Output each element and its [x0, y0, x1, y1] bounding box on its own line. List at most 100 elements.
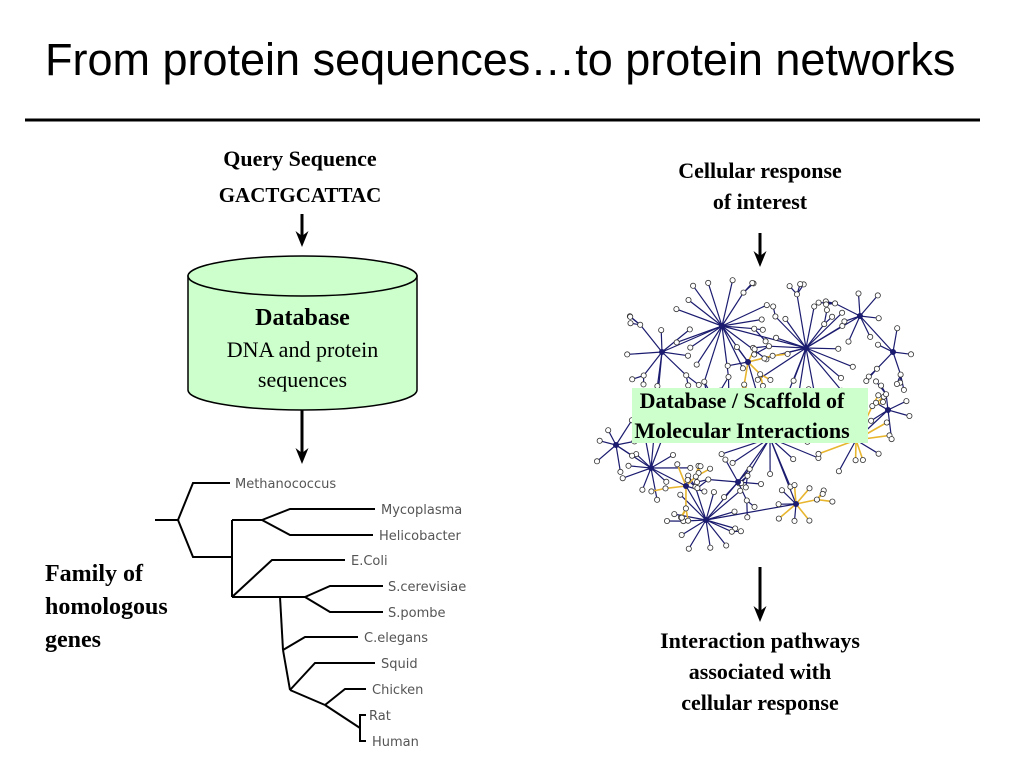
- network-node: [751, 351, 758, 358]
- database-cylinder: [187, 255, 418, 411]
- network-node: [694, 479, 701, 486]
- network-node: [739, 365, 746, 372]
- network-node: [867, 333, 874, 340]
- network-node: [888, 436, 895, 443]
- network-node: [869, 403, 876, 410]
- network-node: [883, 391, 890, 398]
- network-node: [894, 325, 901, 332]
- network-node: [763, 302, 770, 309]
- tree-branch: [289, 689, 326, 706]
- network-edge: [838, 439, 857, 472]
- network-edge: [805, 347, 839, 350]
- network-node: [878, 382, 885, 389]
- tree-label-helicobacter: Helicobacter: [379, 529, 462, 544]
- cellular-response-line-1: Cellular response: [678, 158, 842, 183]
- network-edge: [892, 351, 912, 355]
- network-node: [873, 399, 880, 406]
- network-node: [906, 412, 913, 419]
- network-node: [811, 303, 818, 310]
- family-label-line-2: homologous: [45, 594, 168, 620]
- network-hub: [857, 313, 863, 319]
- network-node: [875, 341, 882, 348]
- network-edge: [805, 325, 843, 349]
- network-node: [705, 476, 712, 483]
- network-node: [629, 452, 636, 459]
- network-node: [596, 437, 603, 444]
- network-edge: [650, 467, 667, 483]
- network-node: [757, 371, 764, 378]
- network-node: [671, 511, 678, 518]
- network-node: [627, 320, 634, 327]
- arrow-network-to-pathways: [753, 567, 767, 622]
- database-description-line-1: DNA and protein: [226, 337, 379, 362]
- network-edge: [694, 486, 707, 521]
- network-edge: [643, 351, 663, 376]
- network-node: [829, 498, 836, 505]
- network-node: [658, 327, 665, 334]
- network-node: [686, 326, 693, 333]
- outcome-line-3: cellular response: [681, 690, 839, 715]
- network-edge: [692, 285, 723, 327]
- arrow-database-to-tree: [295, 410, 309, 464]
- network-edge: [721, 292, 745, 327]
- network-node: [813, 496, 820, 503]
- network-node: [865, 373, 872, 380]
- network-edge: [857, 293, 861, 317]
- network-node: [625, 462, 632, 469]
- network-node: [617, 468, 624, 475]
- network-edge-highlighted: [793, 485, 797, 505]
- network-node: [707, 465, 714, 472]
- network-node: [687, 344, 694, 351]
- network-node: [743, 497, 750, 504]
- network-edge: [721, 325, 807, 349]
- network-edge: [615, 419, 633, 446]
- network-node: [685, 517, 692, 524]
- network-node: [637, 321, 644, 328]
- network-node: [663, 478, 670, 485]
- tree-branch: [177, 482, 230, 521]
- network-node: [746, 465, 753, 472]
- network-edge: [650, 467, 658, 500]
- tree-label-chicken: Chicken: [372, 683, 423, 698]
- network-node: [749, 279, 756, 286]
- network-node: [819, 490, 826, 497]
- network-node: [815, 450, 822, 457]
- network-node: [737, 528, 744, 535]
- tree-branch: [324, 688, 366, 706]
- network-node: [767, 470, 774, 477]
- network-label-background: [632, 388, 868, 443]
- network-edge: [627, 351, 663, 355]
- network-hub: [659, 349, 665, 355]
- network-node: [629, 376, 636, 383]
- network-node: [740, 289, 747, 296]
- network-node: [838, 374, 845, 381]
- network-node: [594, 458, 601, 465]
- tree-branch: [261, 519, 373, 536]
- network-edge: [705, 511, 735, 521]
- network-node: [692, 473, 699, 480]
- slide-title: From protein sequences…to protein networ…: [45, 34, 956, 85]
- network-node: [852, 457, 859, 464]
- network-edge: [796, 294, 807, 349]
- cellular-response-label: Cellular response of interest: [610, 155, 910, 217]
- network-edge: [736, 346, 749, 363]
- network-edge-highlighted: [676, 464, 687, 487]
- network-node: [873, 365, 880, 372]
- network-edge: [805, 312, 843, 349]
- network-edge: [622, 467, 652, 479]
- network-node: [790, 377, 797, 384]
- network-label-line-2: Molecular Interactions: [634, 418, 850, 443]
- network-node: [883, 419, 890, 426]
- network-node: [684, 476, 691, 483]
- network-node: [682, 505, 689, 512]
- network-node: [723, 542, 730, 549]
- network-edge-highlighted: [665, 485, 687, 490]
- network-node: [786, 283, 793, 290]
- network-edge: [805, 306, 815, 349]
- network-edge-highlighted: [795, 487, 811, 505]
- network-node: [674, 461, 681, 468]
- network-node: [791, 517, 798, 524]
- network-node: [766, 343, 773, 350]
- network-edge: [676, 308, 723, 327]
